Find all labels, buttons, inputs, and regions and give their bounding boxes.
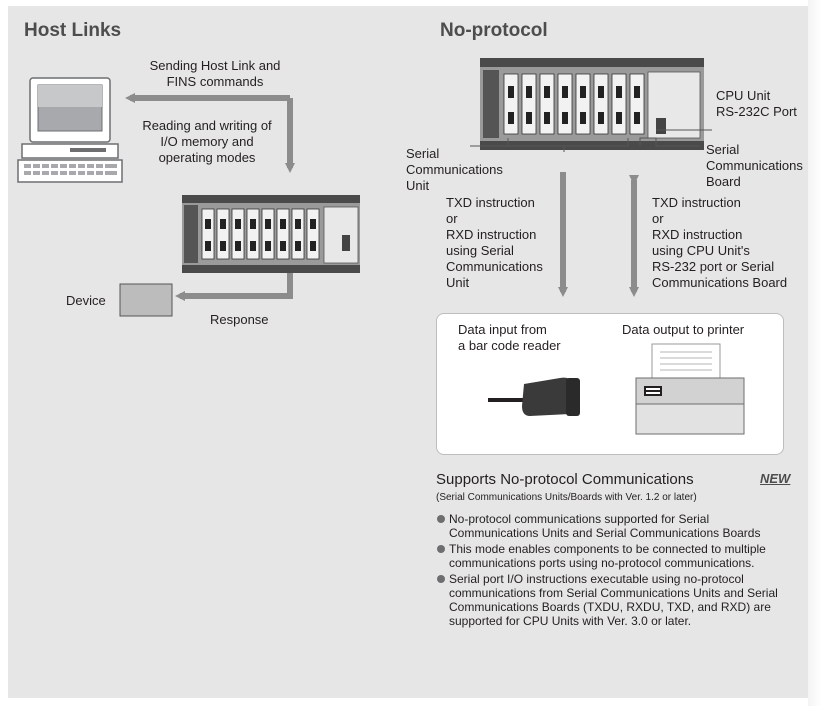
no-protocol-title: No-protocol	[440, 20, 548, 41]
panel-edge	[808, 0, 822, 706]
device-box	[119, 283, 173, 317]
no-protocol-arrows	[558, 172, 639, 297]
device-label: Device	[66, 293, 106, 308]
new-badge: NEW	[760, 471, 791, 486]
feature-title: Supports No-protocol Communications	[436, 471, 694, 488]
feature-bullet: This mode enables components to be conne…	[436, 542, 796, 570]
computer-icon	[17, 77, 123, 183]
bullet-dot-icon	[437, 545, 445, 553]
bullet-dot-icon	[437, 515, 445, 523]
feature-bullet: Serial port I/O instructions executable …	[436, 572, 796, 628]
printer-icon	[635, 343, 745, 435]
feature-bullet: No-protocol communications supported for…	[436, 512, 796, 540]
feature-subtitle: (Serial Communications Units/Boards with…	[436, 492, 697, 503]
bullet-dot-icon	[437, 575, 445, 583]
unit-brackets	[470, 129, 712, 152]
host-link-arrows	[125, 93, 295, 301]
barcode-reader-icon	[488, 377, 580, 416]
feature-bullets: No-protocol communications supported for…	[436, 512, 796, 630]
host-links-title: Host Links	[24, 20, 122, 41]
response-label: Response	[210, 312, 269, 327]
printer-label: Data output to printer	[622, 322, 745, 337]
plc-host-links	[182, 195, 360, 273]
